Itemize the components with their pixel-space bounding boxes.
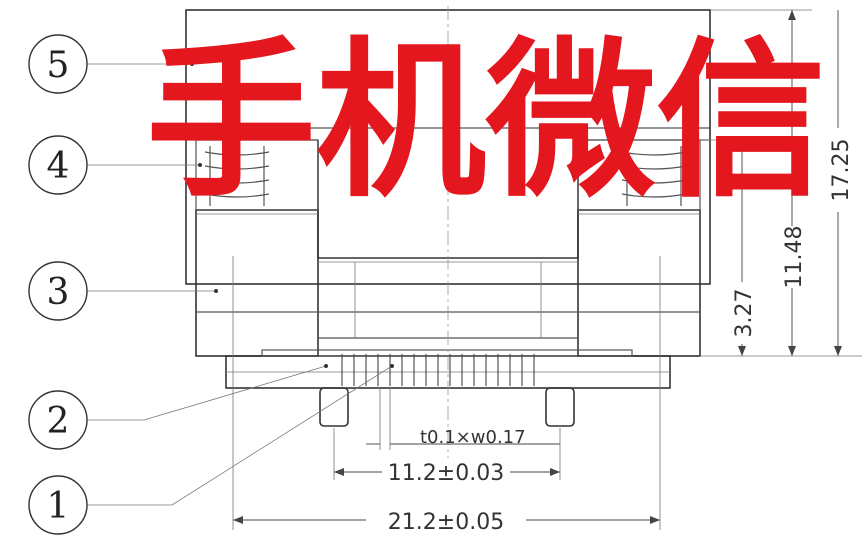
dim-contact: t0.1×w0.17 (366, 388, 560, 450)
callout-5: 5 (28, 34, 194, 94)
spring-left (204, 146, 270, 206)
dim-pitch-text: 11.2±0.03 (388, 461, 504, 486)
housing-left (195, 209, 319, 357)
callout-4-label: 4 (47, 146, 70, 187)
dim-height-low: 3.27 (700, 139, 760, 357)
dim-full-text: 17.25 (829, 139, 854, 202)
housing-right (577, 209, 701, 357)
callout-5-dot (190, 62, 194, 66)
callout-5-label: 5 (47, 45, 70, 86)
callout-2: 2 (28, 364, 328, 450)
callout-1: 1 (28, 364, 394, 535)
callout-4-circle (28, 135, 88, 195)
callout-1-label: 1 (47, 486, 70, 527)
spring-pocket-right (577, 139, 701, 211)
dim-full-arrow (834, 346, 842, 356)
callout-1-dot (390, 364, 394, 368)
callout-3-circle (28, 261, 88, 321)
locating-post-right (545, 387, 575, 427)
callout-3: 3 (28, 261, 218, 321)
dim-height-full: 17.25 (812, 10, 862, 357)
dim-contact-text: t0.1×w0.17 (420, 427, 526, 448)
contact-pins (341, 354, 535, 386)
locating-post-left (319, 387, 349, 427)
dim-overall-bg (366, 506, 526, 534)
dim-height-mid: 11.48 (710, 9, 812, 357)
dim-pitch-width: 11.2±0.03 (333, 428, 561, 486)
callout-2-label: 2 (47, 401, 70, 442)
callout-2-dot (324, 364, 328, 368)
spring-right (621, 146, 687, 206)
callout-4-dot (198, 163, 202, 167)
watermark-text: 手机微信 (146, 21, 826, 221)
callout-1-circle (28, 475, 88, 535)
dim-mid-bg (778, 226, 806, 288)
dim-mid-text: 11.48 (782, 226, 807, 289)
dim-overall-width: 21.2±0.05 (232, 256, 661, 535)
dim-overall-text: 21.2±0.05 (388, 510, 504, 535)
callout-2-leader (86, 365, 327, 421)
callout-5-circle (28, 34, 88, 94)
callout-1-leader (86, 365, 393, 506)
callout-3-dot (214, 289, 218, 293)
dim-low-bg (728, 282, 756, 344)
base-lip (261, 349, 633, 357)
spring-pocket-left (195, 139, 319, 211)
dim-full-bg (826, 128, 856, 212)
callout-3-label: 3 (47, 272, 70, 313)
dim-low-text: 3.27 (732, 289, 757, 338)
callout-4: 4 (28, 135, 202, 195)
dim-pitch-bg (382, 458, 510, 484)
callout-2-circle (28, 390, 88, 450)
